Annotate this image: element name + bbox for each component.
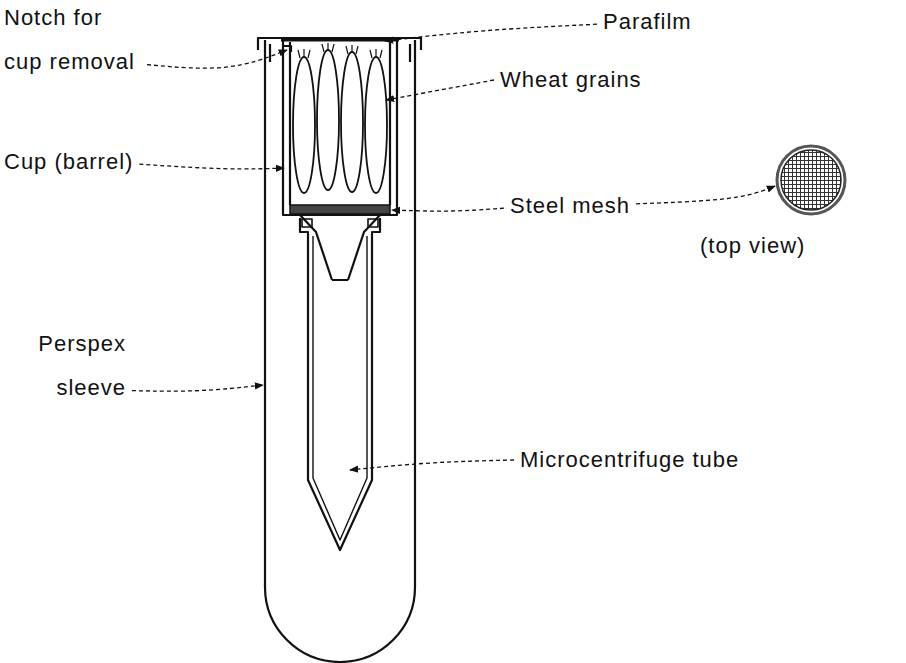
- part-label: Microcentrifuge tube: [520, 438, 739, 482]
- part-label: Perspex sleeve: [4, 322, 126, 410]
- part-label: Parafilm: [603, 0, 692, 44]
- leader-line: [132, 385, 263, 391]
- part-label: Cup (barrel): [4, 140, 133, 184]
- part-label: Notch for cup removal: [4, 0, 141, 84]
- grain-hairs: [298, 43, 382, 58]
- leader-line: [385, 24, 597, 41]
- leader-line: [636, 186, 775, 204]
- part-label: Steel mesh: [510, 184, 630, 228]
- leader-line: [147, 50, 287, 68]
- leader-line: [392, 208, 504, 211]
- leader-line: [139, 164, 284, 169]
- tube-lid-tab: [368, 219, 378, 227]
- leader-line: [350, 460, 514, 470]
- mesh-top-view: [777, 146, 845, 214]
- perspex-sleeve: [258, 38, 421, 662]
- cup-spout: [300, 215, 380, 280]
- wheat-grains: [293, 50, 387, 193]
- steel-mesh: [290, 205, 390, 214]
- view-note: (top view): [700, 224, 805, 268]
- part-label: Wheat grains: [500, 58, 642, 102]
- cup-barrel: [283, 40, 397, 215]
- tube-inner-wall: [313, 236, 367, 540]
- leader-line: [386, 80, 494, 100]
- microcentrifuge-tube: [300, 218, 380, 550]
- parafilm: [281, 39, 399, 42]
- tube-lid-tab: [302, 219, 312, 227]
